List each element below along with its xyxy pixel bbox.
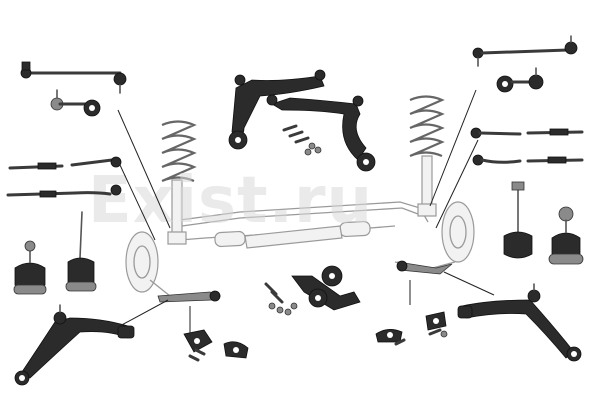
control-arm-right-lower xyxy=(457,283,582,362)
bushings-center xyxy=(264,265,361,316)
leader-lines xyxy=(117,89,495,335)
lower-link-left xyxy=(157,290,221,303)
ball-joint-right-1 xyxy=(503,181,533,259)
stabilizer-link-top-right xyxy=(472,35,578,67)
watermark-text: Exist.ru xyxy=(88,164,373,238)
control-arm-top-2 xyxy=(266,94,376,172)
ball-joint-right-2 xyxy=(548,206,584,265)
ball-joint-left-1 xyxy=(13,240,47,295)
tie-rod-right-upper xyxy=(470,127,584,139)
bushing-brackets-left xyxy=(183,329,249,362)
lower-link-right xyxy=(396,260,453,275)
control-arm-top-1 xyxy=(228,69,326,150)
bolt-kit-top xyxy=(282,124,322,156)
stabilizer-link-small-left xyxy=(50,89,101,117)
tie-rod-left-upper xyxy=(8,156,122,170)
ball-joint-left-2 xyxy=(65,211,97,292)
stabilizer-link-small-right xyxy=(496,67,544,93)
tie-rod-right-lower xyxy=(472,154,584,166)
strut-right xyxy=(409,95,445,217)
strut-left xyxy=(161,120,197,245)
bushing-brackets-right xyxy=(375,311,448,346)
stabilizer-link-top-left xyxy=(20,61,127,94)
control-arm-left-lower xyxy=(14,304,135,386)
tie-rod-left-lower xyxy=(6,184,122,198)
